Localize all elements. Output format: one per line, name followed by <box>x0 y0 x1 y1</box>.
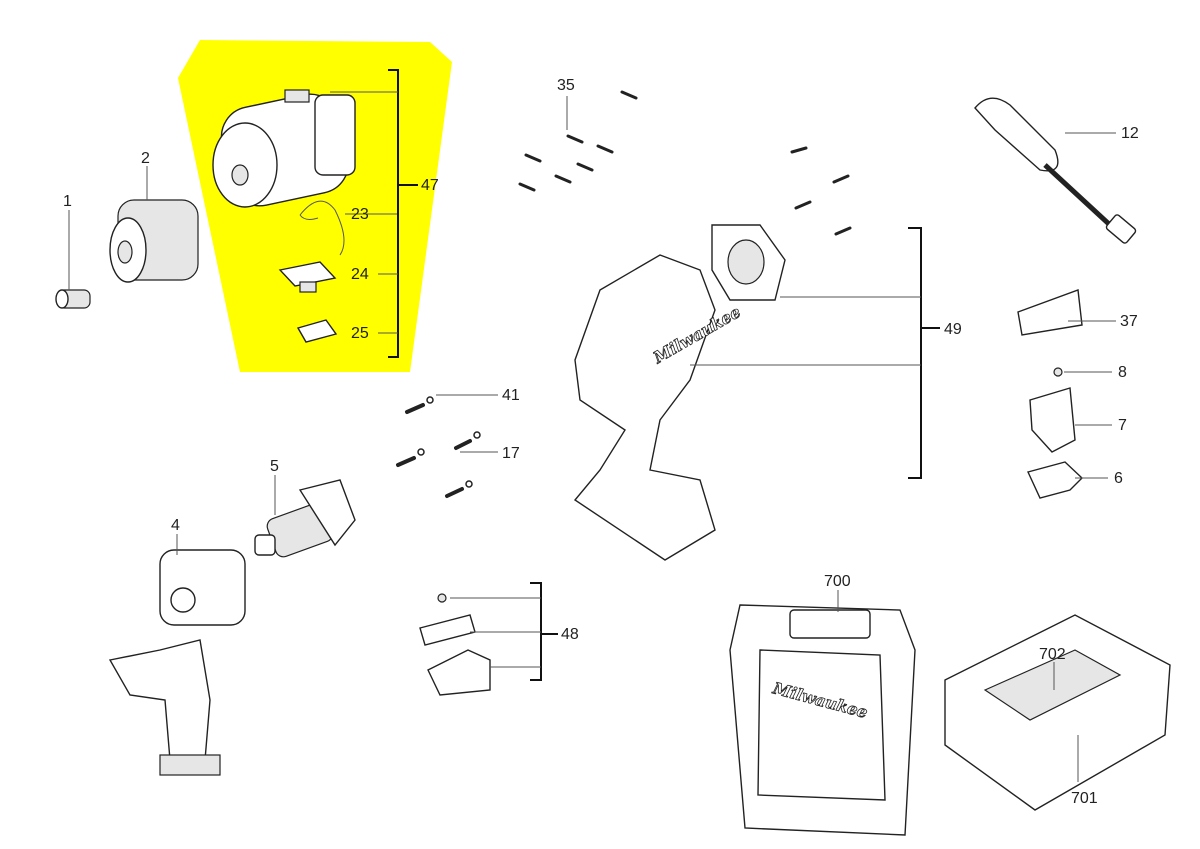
label-702: 702 <box>1039 646 1066 663</box>
part-8-screw[interactable]: 8 <box>1053 364 1127 381</box>
label-1: 1 <box>63 193 72 210</box>
label-48: 48 <box>561 626 579 643</box>
label-23: 23 <box>351 206 369 223</box>
label-35: 35 <box>557 77 575 94</box>
label-2: 2 <box>141 150 150 167</box>
part-24-lock-plate[interactable]: 24 <box>278 261 369 293</box>
label-8: 8 <box>1118 364 1127 381</box>
bracket-47: 47 <box>330 69 439 358</box>
part-702-insert-pad[interactable]: 702 <box>1039 646 1066 690</box>
label-47: 47 <box>421 177 439 194</box>
part-12-side-handle[interactable]: 12 <box>974 97 1139 244</box>
part-41-screw[interactable]: 41 <box>405 387 520 414</box>
label-25: 25 <box>351 325 369 342</box>
part-1-bit-holder[interactable]: 1 <box>55 193 91 309</box>
part-5-armature[interactable]: 5 <box>254 458 356 559</box>
label-24: 24 <box>351 266 369 283</box>
part-49-housing[interactable]: Milwaukee 49 <box>573 224 962 561</box>
part-701-case-insert[interactable]: 701 <box>944 614 1171 811</box>
part-25-lock-pin[interactable]: 25 <box>296 319 369 343</box>
label-700: 700 <box>824 573 851 590</box>
part-17-screws[interactable]: 17 <box>396 431 520 498</box>
part-47-gearbox[interactable] <box>212 89 356 212</box>
label-17: 17 <box>502 445 520 462</box>
label-4: 4 <box>171 517 180 534</box>
label-49: 49 <box>944 321 962 338</box>
part-700-carry-case[interactable]: Milwaukee 700 <box>729 573 916 836</box>
label-41: 41 <box>502 387 520 404</box>
part-6-belt-clip[interactable]: 6 <box>1027 461 1123 499</box>
part-7-belt-clip-bracket[interactable]: 7 <box>1029 387 1127 453</box>
part-23-spring-clip[interactable]: 23 <box>299 200 398 256</box>
highlight-group-47 <box>178 40 452 372</box>
part-4-stator-switch[interactable]: 4 <box>108 517 246 776</box>
label-701: 701 <box>1071 790 1098 807</box>
part-35-screws[interactable]: 35 <box>518 77 852 236</box>
label-5: 5 <box>270 458 279 475</box>
label-37: 37 <box>1120 313 1138 330</box>
part-48-direction-switch[interactable]: 48 <box>419 582 579 696</box>
label-12: 12 <box>1121 125 1139 142</box>
label-7: 7 <box>1118 417 1127 434</box>
label-6: 6 <box>1114 470 1123 487</box>
part-2-chuck[interactable]: 2 <box>109 150 199 283</box>
part-37-label[interactable]: 37 <box>1017 289 1138 336</box>
